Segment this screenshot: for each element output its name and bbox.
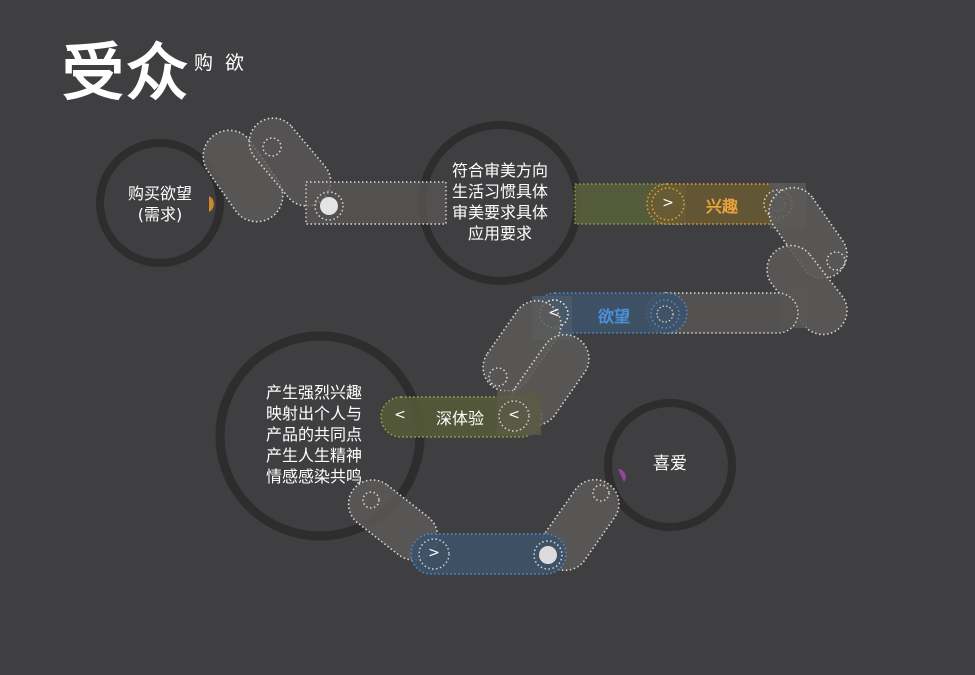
need-line-2: (需求) [137,205,183,224]
need-line-1: 购买欲望 [127,184,192,203]
knob-a [262,137,282,157]
experience-line-1: 产生强烈兴趣 [265,383,362,402]
deep-chevron-left-icon: < [394,407,406,423]
page-subtitle: 购 欲 [194,52,248,74]
interest-chevron-icon: > [662,195,674,211]
love-accent [618,469,626,482]
knob-h [592,484,610,502]
interest-label: 兴趣 [705,197,738,216]
experience-line-3: 产品的共同点 [265,425,362,444]
love-circle [604,399,736,531]
knob-f [488,367,508,387]
knob-i [539,546,557,564]
need-text: 购买欲望 (需求) [110,183,210,225]
love-text: 喜爱 [630,454,710,475]
final-chevron-icon: > [428,545,440,561]
knob-e [650,299,680,329]
track-orange [646,183,796,225]
deep-chevron-right-icon: < [508,407,520,423]
aesthetic-text: 符合审美方向 生活习惯具体 审美要求具体 应用要求 [430,160,570,244]
track-final [410,533,567,575]
experience-text: 产生强烈兴趣 映射出个人与 产品的共同点 产生人生精神 情感感染共鸣 [244,382,384,487]
knob-e-inner [656,305,674,323]
aesthetic-line-1: 符合审美方向 [451,161,548,180]
experience-line-4: 产生人生精神 [265,446,362,465]
knob-b [320,197,338,215]
knob-g [362,491,380,509]
need-accent [209,196,214,212]
interest-chevron-ring [651,187,685,221]
deep-chevron-ring-right [498,400,530,432]
deep-label: 深体验 [435,409,484,428]
aesthetic-line-4: 应用要求 [467,224,532,243]
love-line-1: 喜爱 [653,454,687,474]
experience-line-5: 情感感染共鸣 [265,467,362,486]
knob-b-ring [314,191,344,221]
aesthetic-line-3: 审美要求具体 [451,203,548,222]
desire-chevron-ring [539,299,569,329]
knob-i-ring [533,540,563,570]
need-circle [96,139,224,267]
desire-label: 欲望 [597,307,630,326]
final-chevron-ring [418,538,450,570]
experience-line-2: 映射出个人与 [265,404,362,423]
knob-d [826,251,846,271]
track-desire [534,292,688,334]
page-title: 受众 [62,36,191,109]
deep-square [497,391,541,435]
desire-chevron-icon: < [548,305,560,321]
aesthetic-line-2: 生活习惯具体 [451,182,548,201]
